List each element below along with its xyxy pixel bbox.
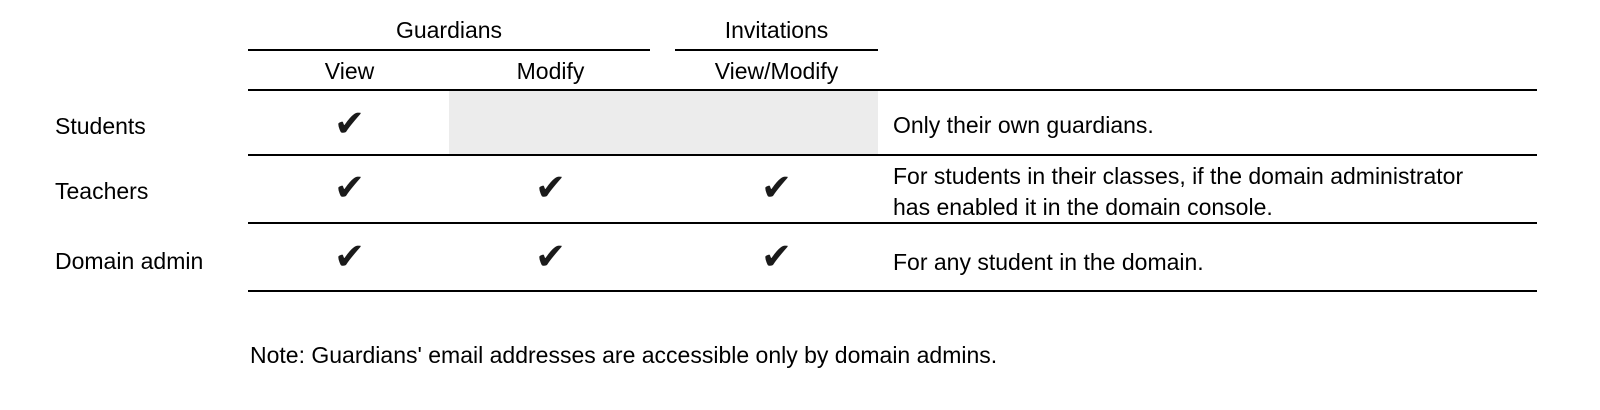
row-label-students: Students	[55, 113, 146, 139]
check-icon	[675, 103, 878, 145]
invitations-group-underline	[675, 49, 878, 51]
row-note-teachers: For students in their classes, if the do…	[893, 161, 1463, 223]
check-icon: ✔	[534, 166, 566, 209]
subheader-guardians-modify: Modify	[516, 58, 585, 84]
check-icon: ✔	[760, 235, 792, 278]
students-disabled-cells	[449, 91, 878, 154]
check-icon	[451, 103, 650, 145]
subheader-invitations-view-modify: View/Modify	[714, 58, 839, 84]
column-group-guardians: Guardians	[395, 17, 503, 43]
note-line: has enabled it in the domain console.	[893, 194, 1273, 220]
check-icon: ✔	[760, 166, 792, 209]
row-label-teachers: Teachers	[55, 178, 149, 204]
row-divider	[248, 222, 1537, 224]
check-icon: ✔	[333, 166, 365, 209]
note-line: For any student in the domain.	[893, 249, 1204, 275]
column-group-invitations: Invitations	[724, 17, 829, 43]
check-icon: ✔	[333, 102, 365, 145]
row-note-domain-admin: For any student in the domain.	[893, 249, 1204, 275]
row-label-domain-admin: Domain admin	[55, 248, 204, 274]
row-divider	[248, 154, 1537, 156]
note-line: For students in their classes, if the do…	[893, 163, 1464, 189]
subheader-guardians-view: View	[324, 58, 375, 84]
check-icon: ✔	[534, 235, 566, 278]
footnote: Note: Guardians' email addresses are acc…	[250, 342, 998, 368]
check-icon: ✔	[333, 235, 365, 278]
header-divider	[248, 89, 1537, 91]
table-bottom-rule	[248, 290, 1537, 292]
note-line: Only their own guardians.	[893, 112, 1154, 138]
row-note-students: Only their own guardians.	[893, 112, 1154, 138]
guardians-group-underline	[248, 49, 650, 51]
